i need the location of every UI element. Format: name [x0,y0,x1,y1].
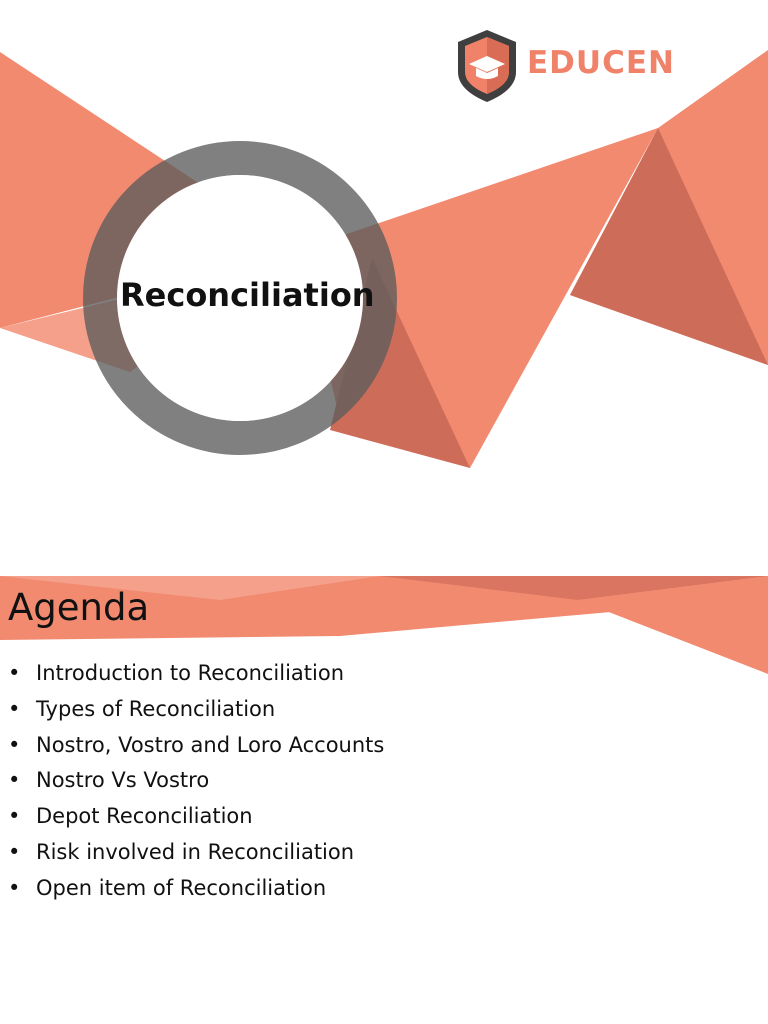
list-item: • Nostro, Vostro and Loro Accounts [0,728,384,764]
bullet-icon: • [8,768,21,793]
list-item-text: Nostro, Vostro and Loro Accounts [36,732,385,757]
list-item: • Types of Reconciliation [0,692,384,728]
bullet-icon: • [8,696,21,721]
list-item-text: Risk involved in Reconciliation [36,839,355,864]
title-ring [83,141,397,455]
agenda-slide: Agenda • Introduction to Reconciliation •… [0,576,768,1024]
right-shadow-facet [570,128,768,365]
educen-logo [458,30,516,102]
agenda-list: • Introduction to Reconciliation • Types o… [0,656,384,907]
list-item: • Introduction to Reconciliation [0,656,384,692]
header-light-facet [0,576,380,600]
list-item: • Depot Reconciliation [0,799,384,835]
header-right-triangle [578,576,768,674]
list-item-text: Nostro Vs Vostro [36,768,210,793]
list-item-text: Open item of Reconciliation [36,875,327,900]
list-item: • Open item of Reconciliation [0,871,384,907]
bullet-icon: • [8,875,21,900]
bullet-icon: • [8,839,21,864]
list-item: • Nostro Vs Vostro [0,763,384,799]
logo-text: EDUCEN [527,45,675,81]
list-item: • Risk involved in Reconciliation [0,835,384,871]
graduation-cap-icon [469,56,505,72]
list-item-text: Types of Reconciliation [36,696,276,721]
list-item-text: Depot Reconciliation [36,804,253,829]
agenda-header-shapes [0,576,768,674]
agenda-title: Agenda [8,586,150,629]
title-circle [117,175,363,421]
title-slide: EDUCEN Reconciliation [0,30,768,468]
bullet-icon: • [8,661,21,685]
header-dark-facet [380,576,768,600]
bullet-icon: • [8,804,21,829]
list-item-text: Introduction to Reconciliation [36,661,345,685]
slide-background-shapes [0,50,768,468]
slide-title: Reconciliation [120,276,375,314]
bullet-icon: • [8,732,21,757]
